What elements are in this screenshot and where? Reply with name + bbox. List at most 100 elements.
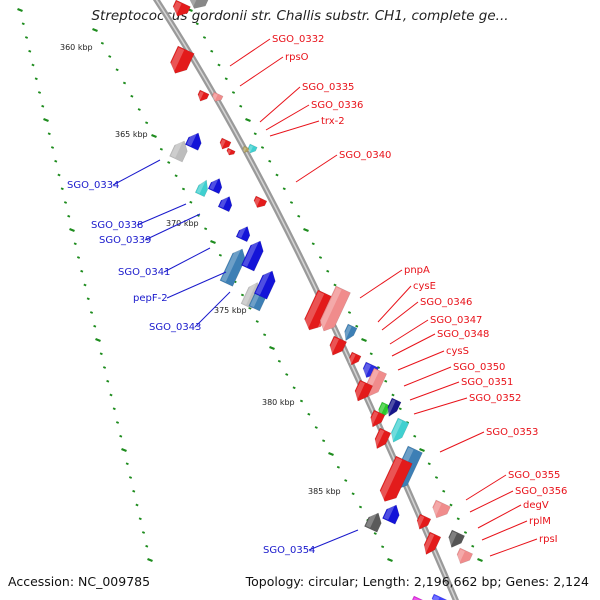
gene-label-sgo_0343[interactable]: SGO_0343 [149,322,201,333]
gene-arrow[interactable] [184,130,204,151]
tick-mark [43,117,49,123]
gene-label-sgo_0334[interactable]: SGO_0334 [67,180,119,191]
gene-arrow[interactable] [211,91,224,103]
gene-arrow[interactable] [207,176,225,195]
gene-arrow[interactable] [445,529,466,550]
tick-mark [463,531,468,534]
gene-label-sgo_0340[interactable]: SGO_0340 [339,150,391,161]
gene-arrow[interactable] [225,147,236,157]
gene-label-rpsi[interactable]: rpsI [539,534,558,545]
reverse-strand-genes[interactable] [169,130,403,533]
leader-line [229,38,271,67]
gene-label-sgo_0350[interactable]: SGO_0350 [453,362,505,373]
tick-mark [80,269,84,273]
leader-line [144,213,201,241]
tick-mark [141,531,146,534]
scale-label: 375 kbp [214,306,247,315]
tick-mark [135,503,139,507]
tick-mark [89,311,94,314]
gene-label-pepf-2[interactable]: pepF-2 [133,293,168,304]
gene-label-sgo_0348[interactable]: SGO_0348 [437,329,489,340]
gene-arrow[interactable] [317,285,351,334]
gene-arrow[interactable] [367,409,386,430]
tick-mark [384,379,388,383]
gene-arrow[interactable] [421,531,442,557]
gene-arrow[interactable] [252,195,268,210]
gene-arrow[interactable] [352,379,374,404]
tick-mark [285,373,289,376]
gene-arrow[interactable] [241,145,250,154]
gene-arrow[interactable] [170,0,191,19]
gene-label-sgo_0335[interactable]: SGO_0335 [302,82,354,93]
tick-mark [108,55,112,58]
gene-arrow[interactable] [347,351,362,367]
forward-strand-genes[interactable] [167,0,474,600]
gene-label-sgo_0336[interactable]: SGO_0336 [311,100,363,111]
gene-label-cyss[interactable]: cysS [446,346,469,357]
gene-arrow[interactable] [253,268,279,300]
tick-mark [307,412,311,416]
gene-label-cyse[interactable]: cysE [413,281,436,292]
tick-mark [34,77,38,81]
tick-mark [355,324,359,328]
leader-line [136,203,187,226]
gene-arrow[interactable] [219,246,249,287]
gene-arrow[interactable] [414,513,432,532]
gene-label-sgo_0339[interactable]: SGO_0339 [99,235,151,246]
tick-mark [24,36,29,39]
gene-arrow[interactable] [196,89,210,103]
gene-label-pnpa[interactable]: pnpA [404,265,430,276]
gene-arrow[interactable] [430,593,449,600]
gene-arrow[interactable] [218,137,232,151]
tick-mark [224,77,228,81]
gene-label-sgo_0332[interactable]: SGO_0332 [272,34,324,45]
gene-label-sgo_0352[interactable]: SGO_0352 [469,393,521,404]
tick-mark [351,492,355,496]
gene-arrow[interactable] [186,0,209,12]
tick-mark [41,104,45,108]
gene-arrow[interactable] [388,417,410,445]
gene-label-sgo_0354[interactable]: SGO_0354 [263,545,315,556]
gene-label-sgo_0351[interactable]: SGO_0351 [461,377,513,388]
tick-mark [112,407,116,411]
tick-mark [69,227,75,233]
gene-arrow[interactable] [382,502,402,525]
gene-arrow[interactable] [384,397,402,419]
gene-label-rpso[interactable]: rpsO [285,52,309,63]
gene-label-trx-2[interactable]: trx-2 [321,116,345,127]
gene-arrow[interactable] [247,143,258,155]
gene-arrow[interactable] [377,455,413,505]
gene-label-degv[interactable]: degV [523,500,549,511]
scale-label: 380 kbp [262,398,295,407]
gene-arrow[interactable] [372,427,392,451]
gene-arrow[interactable] [167,45,195,77]
gene-arrow[interactable] [429,499,451,521]
tick-mark [138,517,142,521]
gene-label-sgo_0355[interactable]: SGO_0355 [508,470,560,481]
gene-label-sgo_0353[interactable]: SGO_0353 [486,427,538,438]
gene-arrow[interactable] [411,595,433,600]
tick-mark [326,269,330,273]
gene-arrow[interactable] [235,224,253,243]
gene-label-rplm[interactable]: rplM [529,516,551,527]
gene-label-sgo_0356[interactable]: SGO_0356 [515,486,567,497]
tick-mark [398,407,402,411]
gene-arrow[interactable] [326,335,348,358]
tick-mark [289,201,294,204]
gene-label-sgo_0346[interactable]: SGO_0346 [420,297,472,308]
gene-arrow[interactable] [169,138,191,163]
gene-arrow[interactable] [454,547,474,567]
gene-arrow[interactable] [194,178,211,198]
gene-label-sgo_0341[interactable]: SGO_0341 [118,267,170,278]
tick-mark [434,476,439,479]
gene-arrow[interactable] [364,510,384,533]
gene-arrow[interactable] [240,238,266,272]
gene-arrow[interactable] [217,194,235,213]
gene-label-sgo_0347[interactable]: SGO_0347 [430,315,482,326]
gene-label-sgo_0338[interactable]: SGO_0338 [91,220,143,231]
tick-mark [60,187,64,191]
gene-arrow[interactable] [341,323,358,343]
